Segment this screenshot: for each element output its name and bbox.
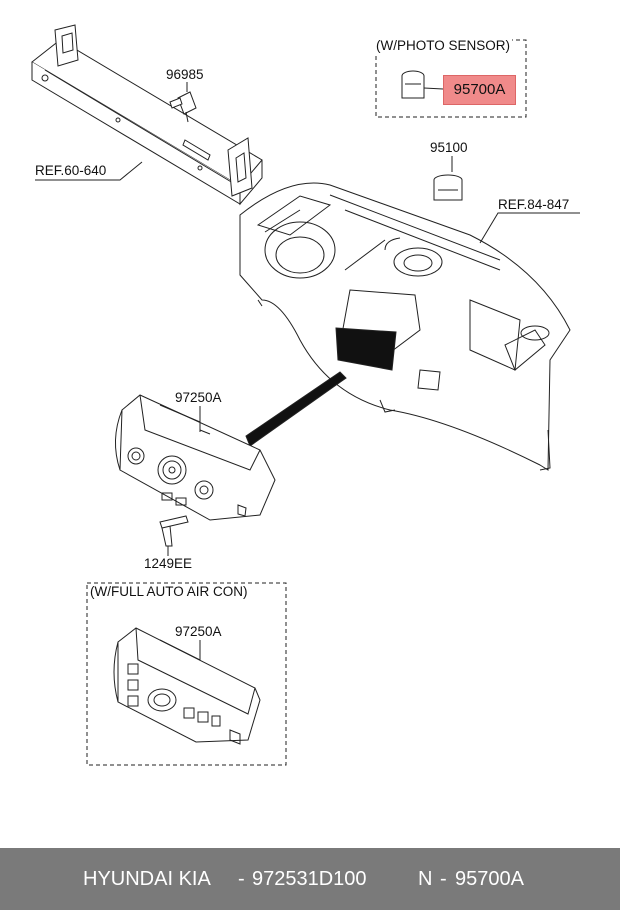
photo-sensor-box [375, 39, 527, 118]
auto-aircon-box [86, 582, 287, 766]
footer-part-number: 972531D100 [252, 868, 367, 890]
control-unit-illustration [115, 394, 276, 521]
footer-bar: HYUNDAI KIA - 972531D100 N - 95700A [0, 848, 620, 910]
part-label-97250a-auto: 97250A [175, 624, 222, 639]
parts-diagram [31, 24, 580, 766]
sensor-95100-illustration [433, 156, 463, 201]
footer-brand: HYUNDAI KIA [83, 868, 211, 890]
auto-control-unit-illustration [113, 627, 261, 745]
leader-ref-60-640 [35, 161, 143, 181]
ref-label-84-847: REF.84-847 [498, 197, 570, 212]
leader-ref-84-847 [479, 212, 580, 244]
footer-separator-1: - [238, 868, 245, 890]
part-label-96985: 96985 [166, 67, 204, 82]
footer-separator-2: - [440, 868, 447, 890]
photo-sensor-box-label: (W/PHOTO SENSOR) [374, 38, 513, 53]
highlighted-part-95700a: 95700A [443, 75, 516, 105]
connector-wedge [245, 371, 347, 447]
cross-bar-illustration [31, 24, 263, 206]
part-label-97250a: 97250A [175, 390, 222, 405]
ref-label-60-640: REF.60-640 [35, 163, 107, 178]
footer-n-label: N [418, 868, 433, 890]
part-label-1249ee: 1249EE [144, 556, 193, 571]
part-label-95100: 95100 [430, 140, 468, 155]
auto-aircon-box-label: (W/FULL AUTO AIR CON) [88, 584, 250, 599]
screw-illustration [159, 515, 189, 556]
photo-sensor-illustration [401, 70, 444, 99]
dashboard-illustration [239, 182, 571, 471]
footer-n-value: 95700A [455, 868, 524, 890]
